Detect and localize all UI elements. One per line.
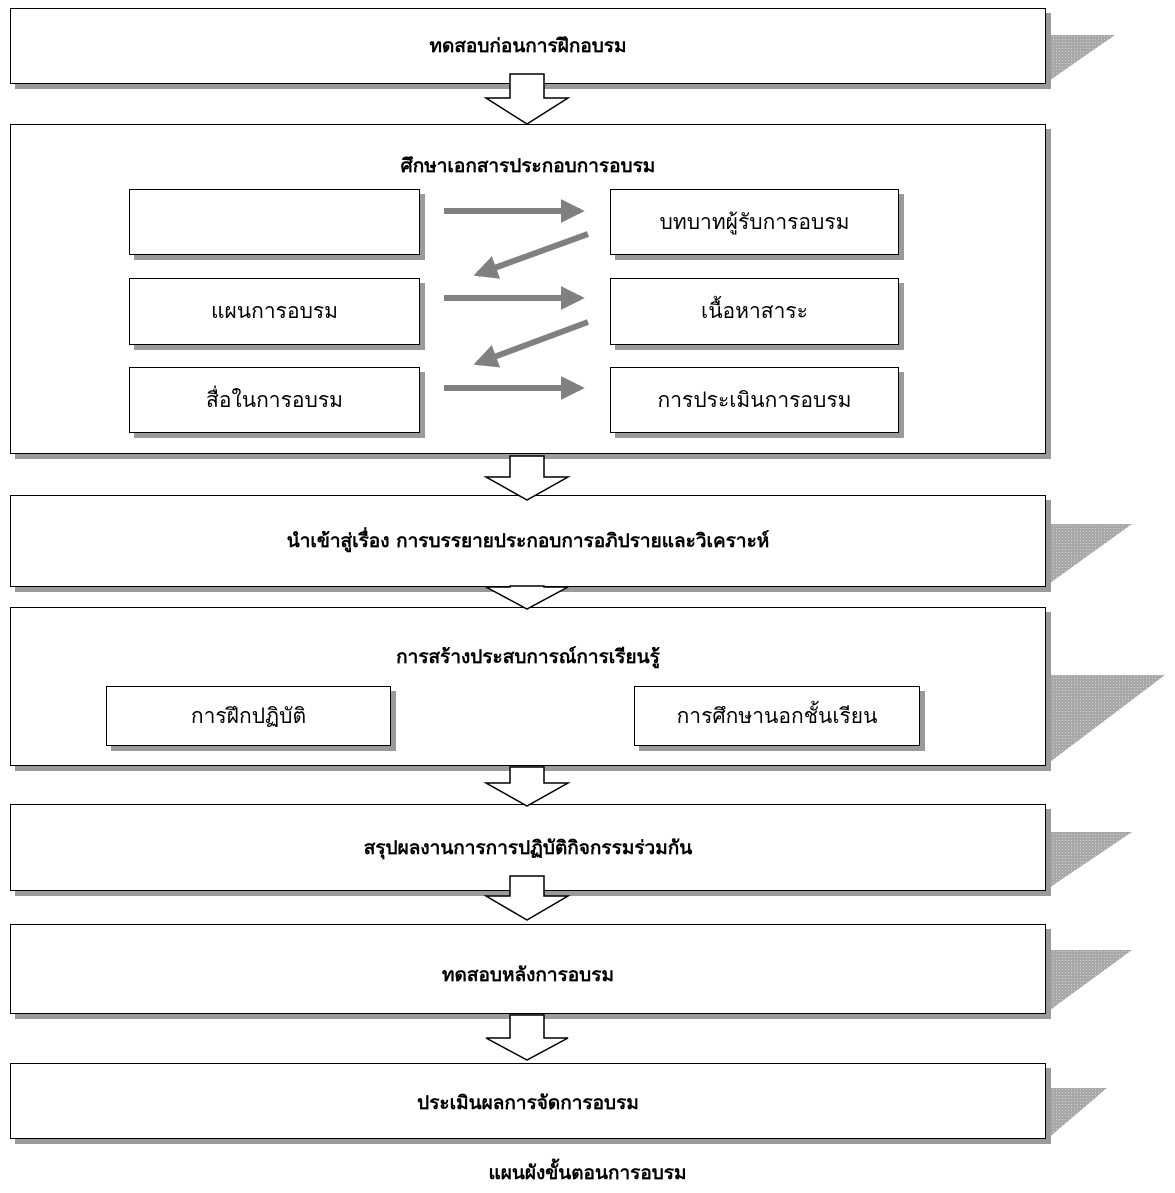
experience-item-practice: การฝึกปฏิบัติ xyxy=(106,686,391,746)
step-study-docs-label: ศึกษาเอกสารประกอบการอบรม xyxy=(400,155,656,177)
step-pretest: ทดสอบก่อนการฝึกอบรม xyxy=(10,8,1046,84)
experience-item-practice-label: การฝึกปฏิบัติ xyxy=(190,703,307,728)
study-item-left-3-label: สื่อในการอบรม xyxy=(206,387,343,412)
study-item-right-1-label: บทบาทผู้รับการอบรม xyxy=(659,209,850,234)
wedge-5 xyxy=(1046,950,1132,1013)
down-arrow-1 xyxy=(483,73,571,125)
step-posttest-label: ทดสอบหลังการอบรม xyxy=(442,964,614,986)
wedge-6 xyxy=(1046,1088,1107,1140)
step-intro-label: นำเข้าสู่เรื่อง การบรรยายประกอบการอภิปรา… xyxy=(286,530,770,552)
experience-item-outside-class-label: การศึกษานอกชั้นเรียน xyxy=(676,703,878,728)
study-item-right-2: เนื้อหาสาระ xyxy=(610,278,899,345)
study-item-right-3: การประเมินการอบรม xyxy=(610,367,899,433)
study-item-left-2-label: แผนการอบรม xyxy=(210,299,339,323)
wedge-2 xyxy=(1046,524,1132,586)
step-summary-label: สรุปผลงานการการปฏิบัติกิจกรรมร่วมกัน xyxy=(363,836,693,859)
step-posttest: ทดสอบหลังการอบรม xyxy=(10,924,1046,1014)
step-pretest-label: ทดสอบก่อนการฝึกอบรม xyxy=(429,35,627,57)
experience-item-outside-class: การศึกษานอกชั้นเรียน xyxy=(634,686,920,746)
wedge-1 xyxy=(1046,35,1115,83)
study-item-right-3-label: การประเมินการอบรม xyxy=(657,387,852,412)
step-evaluation: ประเมินผลการจัดการอบรม xyxy=(10,1063,1046,1139)
diagram-caption: แผนผังขั้นตอนการอบรม xyxy=(488,1162,687,1184)
wedge-3 xyxy=(1046,675,1165,765)
step-experience-label: การสร้างประสบการณ์การเรียนรู้ xyxy=(396,646,660,668)
wedge-4 xyxy=(1046,832,1132,890)
down-arrow-3 xyxy=(485,585,569,610)
down-arrow-6 xyxy=(485,1014,569,1061)
flow-arrow-diag-2 xyxy=(473,319,590,368)
flow-arrow-diag-1 xyxy=(473,231,590,279)
down-arrow-5 xyxy=(483,875,571,921)
study-item-right-2-label: เนื้อหาสาระ xyxy=(701,299,808,323)
down-arrow-4 xyxy=(483,766,571,807)
step-evaluation-label: ประเมินผลการจัดการอบรม xyxy=(417,1092,639,1114)
down-arrow-2 xyxy=(483,455,571,501)
study-item-left-3: สื่อในการอบรม xyxy=(129,367,420,433)
study-item-right-1: บทบาทผู้รับการอบรม xyxy=(610,189,899,255)
study-item-left-2: แผนการอบรม xyxy=(129,278,420,345)
step-intro: นำเข้าสู่เรื่อง การบรรยายประกอบการอภิปรา… xyxy=(10,495,1046,587)
study-item-left-1 xyxy=(129,189,420,255)
